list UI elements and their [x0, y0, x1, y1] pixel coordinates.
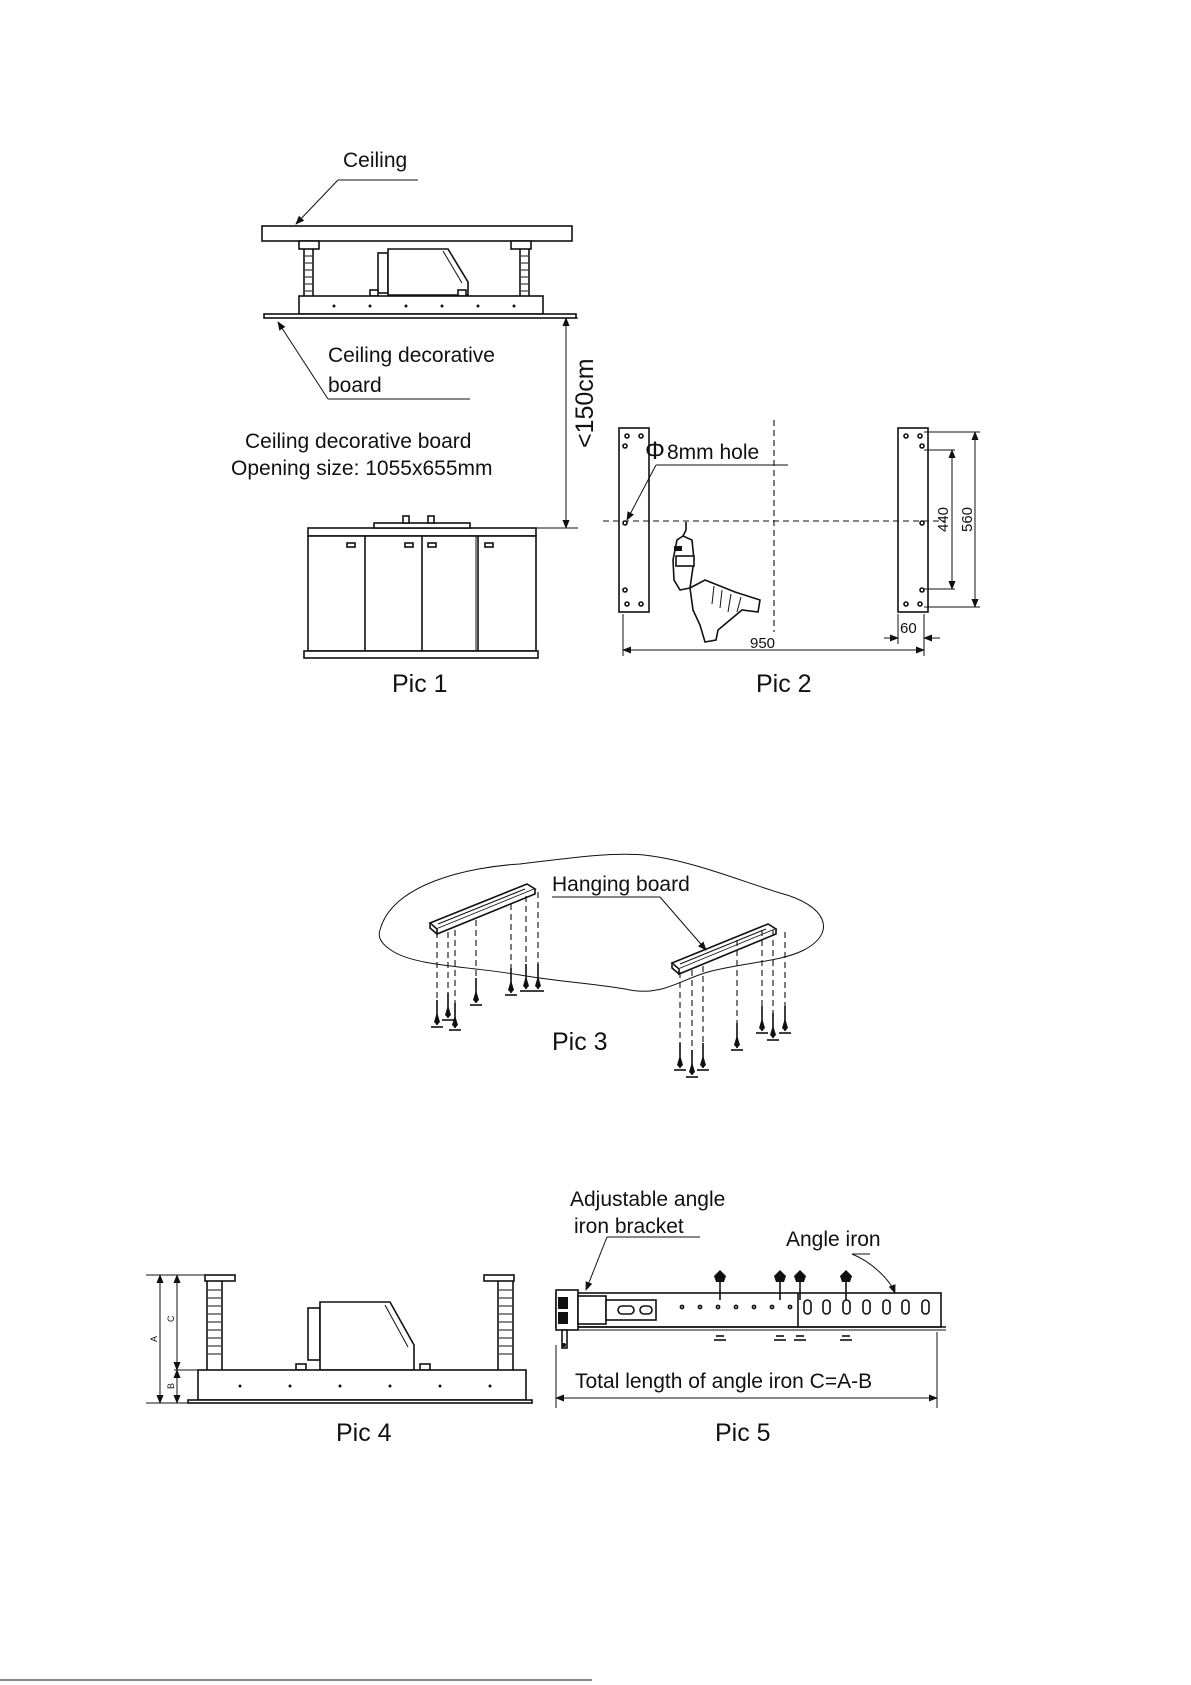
inner-dimension-label: 440: [935, 507, 952, 532]
pic2-right-plate: [898, 428, 928, 612]
bracket-leader-arrow: [586, 1237, 607, 1290]
angle-iron-leader-arrow: [852, 1254, 895, 1293]
pic5-caption: Pic 5: [715, 1419, 771, 1447]
hanging-board-leader-arrow: [660, 897, 706, 950]
pic3-right-hanging-board: [672, 924, 776, 974]
ceiling-label: Ceiling: [343, 149, 407, 172]
outer-dimension-label: 560: [959, 507, 976, 532]
pic3-diagram: Hanging board Pic 3: [379, 854, 823, 1077]
total-length-label: Total length of angle iron C=A-B: [575, 1370, 872, 1393]
hole-size-label: 8mm hole: [667, 441, 759, 464]
width-dimension-label: 950: [750, 635, 775, 652]
opening-label-line1: Ceiling decorative board: [245, 430, 471, 453]
dimension-b-label: B: [166, 1383, 176, 1389]
bracket-label-line2: iron bracket: [574, 1215, 684, 1238]
pic1-decorative-board: [264, 314, 576, 318]
pic1-right-bracket: [511, 241, 531, 298]
pic2-caption: Pic 2: [756, 670, 812, 698]
dimension-a-label: A: [149, 1336, 159, 1342]
pic4-left-bracket: [205, 1275, 235, 1370]
drill-icon: [673, 522, 760, 642]
opening-label-line2: Opening size: 1055x655mm: [231, 457, 493, 480]
angle-iron-label: Angle iron: [786, 1228, 881, 1251]
decorative-board-label-line2: board: [328, 374, 382, 397]
offset-dimension-label: 60: [900, 620, 917, 637]
pic3-left-hanging-board: [430, 884, 535, 934]
ceiling-slab: [262, 226, 572, 241]
pic5-diagram: Adjustable angle iron bracket Angle iron…: [556, 1188, 946, 1447]
pic4-diagram: A C B Pic 4: [146, 1275, 532, 1447]
pic3-caption: Pic 3: [552, 1028, 608, 1056]
ceiling-leader-arrow: [296, 180, 338, 224]
pic2-diagram: Φ 8mm hole 950 60 440: [603, 420, 980, 698]
height-dimension-label: <150cm: [571, 358, 599, 448]
bracket-label-line1: Adjustable angle: [570, 1188, 725, 1211]
dimension-c-label: C: [166, 1315, 176, 1322]
hanging-board-label: Hanging board: [552, 873, 690, 896]
diameter-symbol: Φ: [645, 437, 665, 465]
pic1-caption: Pic 1: [392, 670, 448, 698]
decorative-board-label-line1: Ceiling decorative: [328, 344, 495, 367]
pic1-diagram: Ceiling Ceiling decorative board Ceiling…: [231, 149, 599, 698]
pic4-right-bracket: [484, 1275, 514, 1370]
pic1-motor-housing: [370, 249, 468, 296]
pic1-hood-body: [299, 296, 543, 314]
pic5-bottom-nuts: [714, 1336, 852, 1340]
pic4-motor-housing: [296, 1302, 430, 1370]
pic4-hood-body: [198, 1370, 526, 1400]
pic1-left-bracket: [299, 241, 319, 298]
pic1-stove-cabinet: [304, 516, 538, 658]
pic4-caption: Pic 4: [336, 1419, 392, 1447]
decorative-board-leader-arrow: [278, 322, 328, 399]
